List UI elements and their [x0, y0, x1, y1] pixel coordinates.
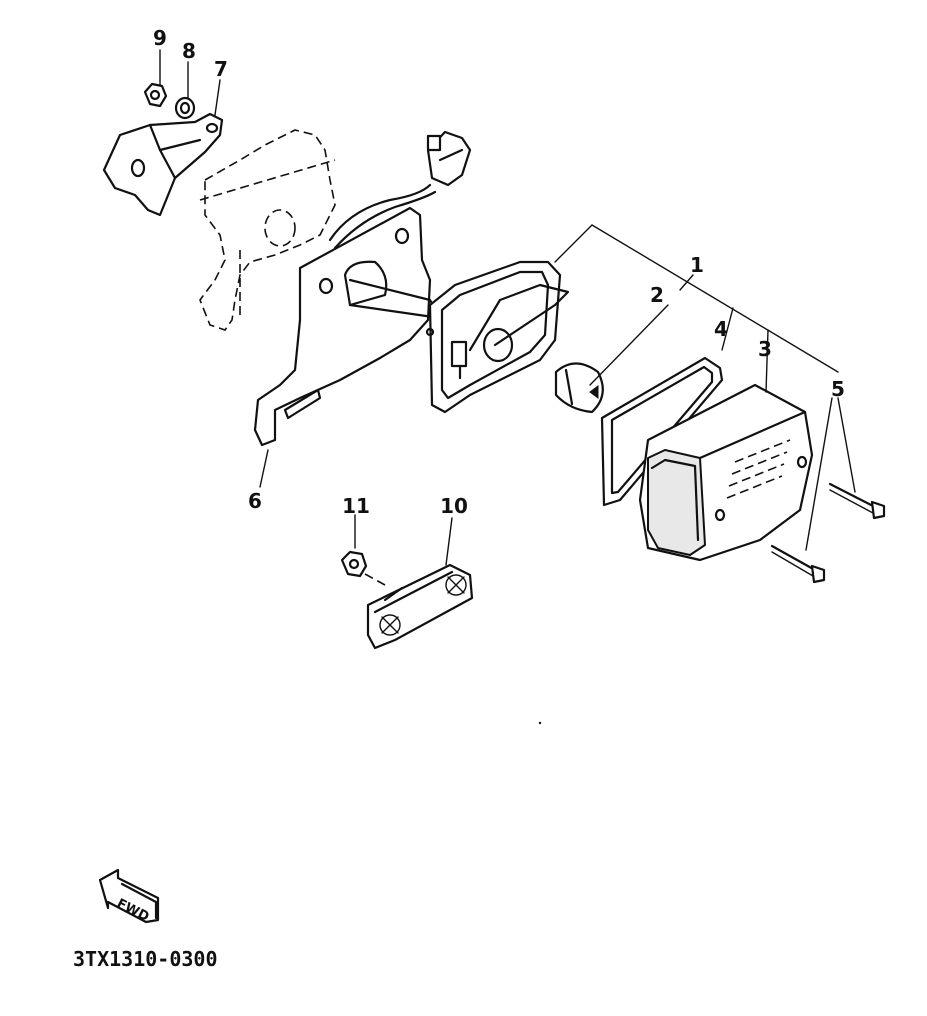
- drawing-code: 3TX1310-0300: [73, 947, 218, 971]
- label-part-10: 10: [440, 494, 468, 518]
- reflector-10: [366, 563, 474, 650]
- label-part-3: 3: [758, 337, 772, 361]
- nut-9: [143, 82, 168, 108]
- label-part-11: 11: [342, 494, 370, 518]
- lens-grille: [726, 439, 791, 499]
- lens-3: [638, 383, 814, 562]
- reflector-grid: [379, 574, 467, 636]
- lamp-housing-1: [425, 260, 570, 414]
- label-part-2: 2: [650, 283, 664, 307]
- washer-8: [174, 96, 196, 120]
- leader-lines: [159, 49, 856, 566]
- label-part-4: 4: [714, 317, 728, 341]
- label-part-5: 5: [831, 377, 845, 401]
- fwd-arrow-icon: FWD: [98, 868, 160, 925]
- stray-dot: [538, 721, 542, 725]
- nut-11: [340, 550, 386, 586]
- label-part-6: 6: [248, 489, 262, 513]
- license-bracket-6: [253, 206, 442, 447]
- label-part-1: 1: [690, 253, 704, 277]
- gasket-4: [600, 356, 724, 507]
- rear-fender-outline: [199, 129, 336, 331]
- wire-harness: [328, 130, 472, 250]
- label-part-7: 7: [214, 57, 228, 81]
- screw-5-lower: [770, 544, 826, 584]
- screw-5-upper: [828, 482, 886, 520]
- label-part-8: 8: [182, 39, 196, 63]
- bulb-2: [554, 362, 604, 414]
- upper-bracket-plate: [102, 112, 224, 217]
- label-part-9: 9: [153, 26, 167, 50]
